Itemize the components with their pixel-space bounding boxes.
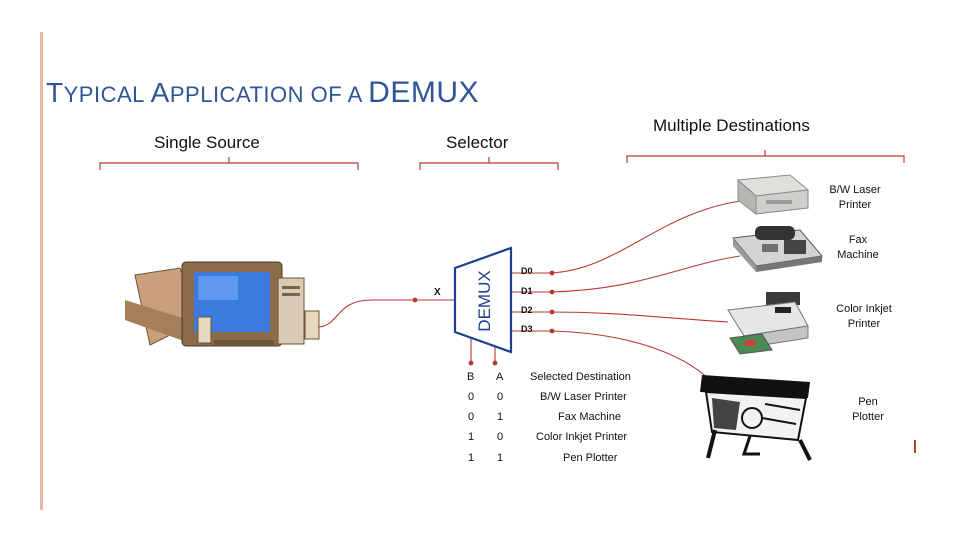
tt-row-destination: Pen Plotter: [563, 452, 618, 464]
single-source-label: Single Source: [154, 133, 260, 152]
tt-row-a: 1: [497, 411, 504, 423]
title-typical: YPICAL: [63, 82, 151, 107]
destinations-label: Multiple Destinations: [653, 116, 810, 135]
title-t: T: [46, 77, 64, 108]
tt-header-a: A: [496, 371, 504, 383]
color-inkjet-printer-icon: [727, 292, 809, 355]
title-demux: DEMUX: [368, 76, 480, 109]
wire-d0: [510, 199, 749, 274]
tt-row-a: 0: [497, 391, 504, 403]
slide-title: TYPICAL APPLICATION OF A DEMUX: [46, 76, 479, 110]
demux-block: DEMUX: [453, 246, 513, 354]
input-wire: [317, 299, 458, 328]
wire-d2: [510, 311, 729, 323]
tt-row-destination: Fax Machine: [558, 411, 621, 423]
demux-block-label: DEMUX: [475, 270, 494, 331]
tt-row-destination: Color Inkjet Printer: [536, 431, 628, 443]
left-accent-rule: [40, 32, 43, 510]
fax-machine-icon: [732, 226, 823, 272]
bw-laser-printer-icon: [736, 174, 810, 216]
selector-label: Selector: [446, 133, 509, 152]
tt-row-b: 0: [468, 391, 475, 403]
destinations-bracket: [626, 150, 905, 163]
port-d2-label: D2: [521, 305, 533, 315]
port-d1-label: D1: [521, 286, 533, 296]
tt-header-b: B: [467, 371, 475, 383]
tt-row-destination: B/W Laser Printer: [540, 391, 627, 403]
source-bracket: [99, 157, 359, 170]
port-d0-label: D0: [521, 266, 533, 276]
port-d3-label: D3: [521, 324, 533, 334]
pen-plotter-icon: [700, 375, 812, 461]
wire-dots: [412, 270, 555, 366]
tt-row-a: 0: [497, 431, 504, 443]
selector-bracket: [419, 157, 559, 170]
wires: [317, 199, 749, 383]
title-a: A: [150, 77, 170, 108]
group-brackets: [99, 150, 905, 170]
computer-icon: [125, 261, 320, 347]
wire-d3: [510, 330, 713, 383]
tt-row-b: 1: [468, 452, 475, 464]
tt-row-a: 1: [497, 452, 504, 464]
input-x-label: X: [434, 287, 441, 298]
title-application: PPLICATION OF A: [169, 82, 369, 107]
tt-row-b: 0: [468, 411, 475, 423]
tt-header-destination: Selected Destination: [530, 371, 631, 383]
tt-row-b: 1: [468, 431, 475, 443]
wire-d1: [510, 255, 741, 293]
